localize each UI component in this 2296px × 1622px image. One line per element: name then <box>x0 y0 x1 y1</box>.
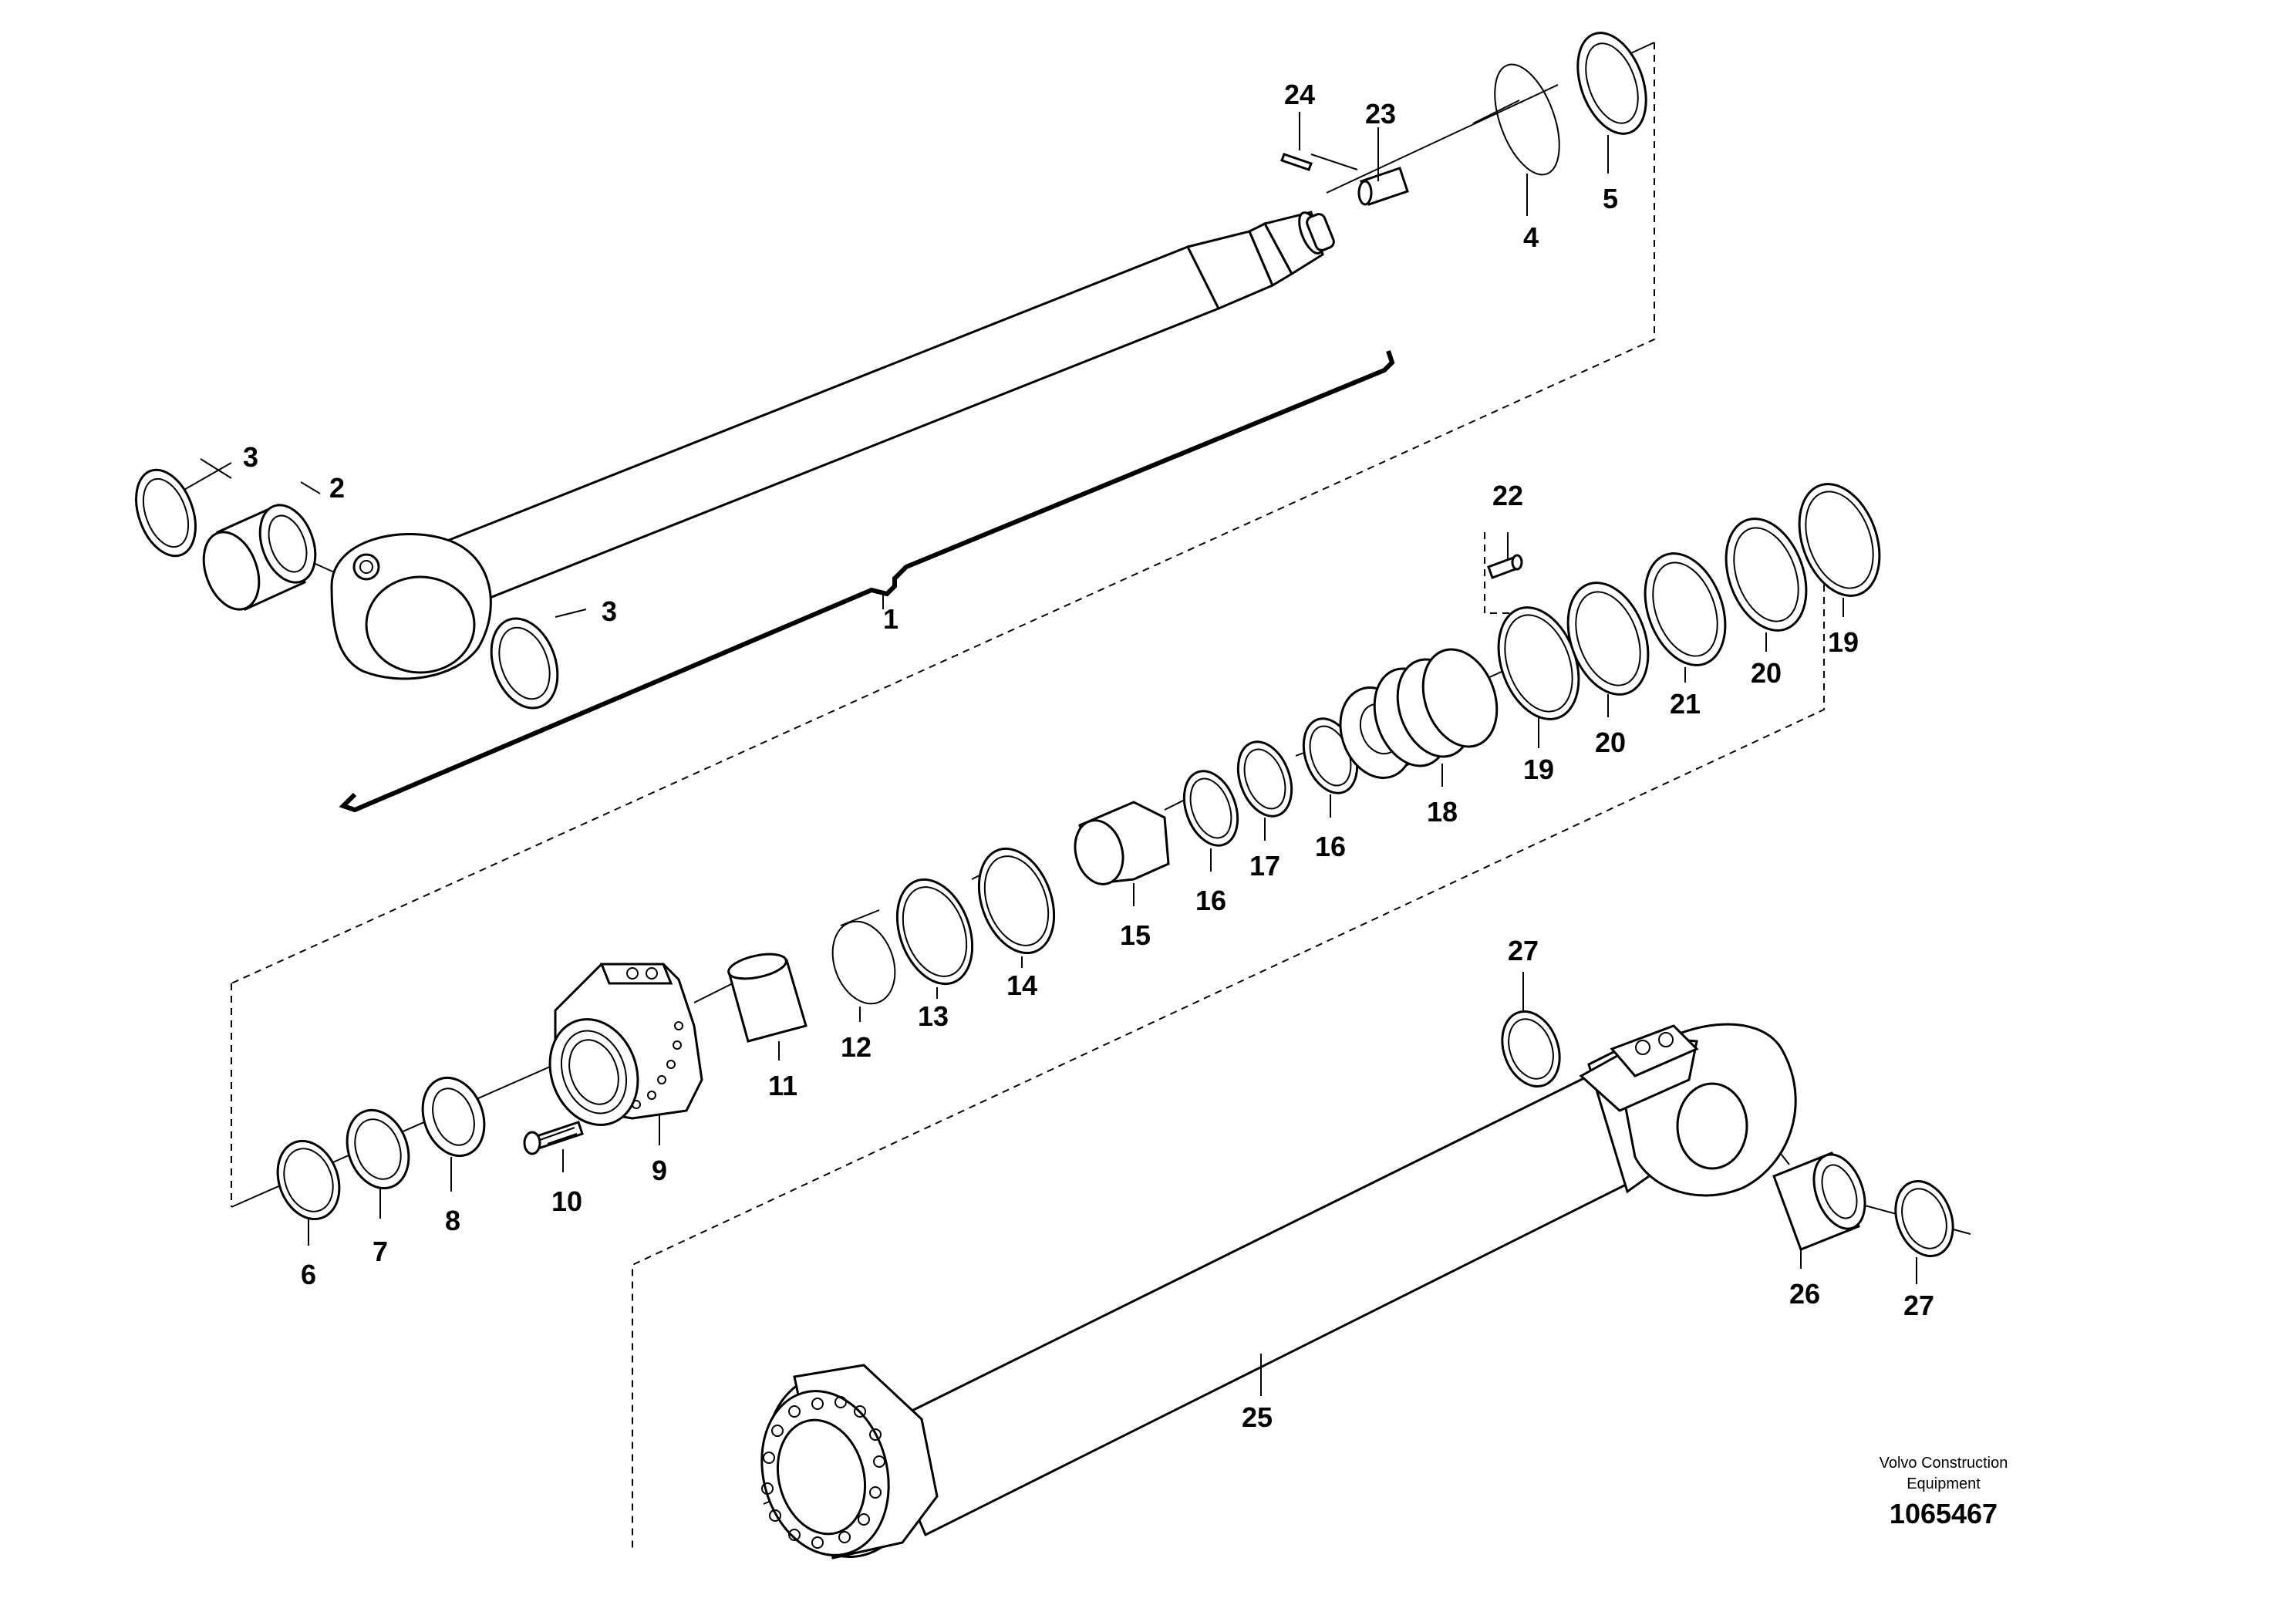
dashed-boundary-lower <box>1484 532 1515 614</box>
seal-ring-part-3-right <box>490 617 559 710</box>
ring-part-20-left <box>1566 582 1650 696</box>
bushing-part-2 <box>202 503 317 612</box>
bushing-part-26 <box>1772 1152 1866 1251</box>
label-part-24: 24 <box>1284 79 1315 110</box>
label-part-10: 10 <box>551 1185 582 1217</box>
cylinder-head-part-9 <box>548 963 703 1126</box>
label-part-2: 2 <box>329 472 345 504</box>
ring-part-14 <box>977 847 1056 955</box>
ring-part-8 <box>421 1076 486 1158</box>
label-part-27a: 27 <box>1508 935 1539 966</box>
dashed-boundary-middle <box>231 486 1825 1550</box>
small-pin-part-24 <box>1280 153 1313 171</box>
pin-part-22 <box>1487 554 1523 579</box>
label-part-3a: 3 <box>243 441 258 473</box>
part-labels: 1 2 3 3 4 5 6 7 8 9 10 11 12 13 14 15 16… <box>243 79 1934 1433</box>
label-part-13: 13 <box>918 1000 949 1032</box>
label-part-25: 25 <box>1242 1401 1273 1433</box>
snap-ring-part-12 <box>831 920 896 1005</box>
pin-part-23 <box>1357 167 1409 206</box>
ring-part-27-bottom <box>1894 1180 1954 1257</box>
label-part-16b: 16 <box>1315 831 1346 862</box>
ring-part-13 <box>895 878 974 986</box>
label-part-11: 11 <box>768 1070 797 1101</box>
piston-part-18 <box>1339 648 1499 779</box>
dashed-boundary-upper <box>231 42 1655 984</box>
label-part-14: 14 <box>1006 969 1037 1001</box>
label-part-16a: 16 <box>1195 885 1226 916</box>
label-part-4: 4 <box>1523 221 1539 253</box>
ring-part-19-right <box>1798 483 1881 597</box>
label-part-1: 1 <box>883 603 899 635</box>
label-part-8: 8 <box>445 1205 460 1236</box>
leader-lines <box>200 112 1917 1396</box>
label-part-20a: 20 <box>1595 727 1626 758</box>
label-part-21: 21 <box>1670 688 1701 720</box>
label-part-19b: 19 <box>1828 626 1859 658</box>
piston-nut-part-15 <box>1074 801 1170 885</box>
seal-ring-part-3-left <box>135 468 197 558</box>
ring-part-6 <box>276 1139 341 1221</box>
cylinder-base-end <box>760 1364 939 1560</box>
label-part-5: 5 <box>1603 183 1618 214</box>
ring-part-16-left <box>1182 770 1239 847</box>
assembly-brace <box>339 350 1395 813</box>
ring-part-20-right <box>1725 518 1808 632</box>
wiper-ring-part-5 <box>1576 32 1647 135</box>
label-part-15: 15 <box>1120 919 1151 951</box>
label-part-9: 9 <box>652 1155 667 1186</box>
rod-eye <box>330 533 492 680</box>
snap-ring-part-4 <box>1494 63 1560 176</box>
piston-rod <box>437 211 1335 607</box>
label-part-18: 18 <box>1427 796 1458 828</box>
publisher-block: Volvo Construction Equipment 1065467 <box>1880 1455 2008 1529</box>
label-part-6: 6 <box>301 1259 316 1290</box>
label-part-3b: 3 <box>602 595 617 627</box>
label-part-23: 23 <box>1365 98 1396 130</box>
cylinder-tube <box>878 1023 1797 1537</box>
ring-part-21 <box>1644 552 1727 666</box>
label-part-26: 26 <box>1789 1278 1820 1310</box>
bolt-part-10 <box>523 1121 584 1155</box>
label-part-20b: 20 <box>1751 657 1782 689</box>
label-part-27b: 27 <box>1903 1290 1934 1321</box>
publisher-name-line2: Equipment <box>1907 1475 1981 1492</box>
document-number: 1065467 <box>1890 1498 1998 1529</box>
bushing-part-11 <box>727 953 807 1043</box>
label-part-19a: 19 <box>1523 754 1554 785</box>
ring-part-17 <box>1236 740 1293 818</box>
label-part-17: 17 <box>1249 850 1280 882</box>
label-part-12: 12 <box>841 1031 872 1063</box>
ring-part-27-top <box>1501 1010 1561 1088</box>
publisher-name-line1: Volvo Construction <box>1880 1455 2008 1472</box>
ring-part-7 <box>346 1108 410 1190</box>
label-part-7: 7 <box>373 1236 388 1267</box>
label-part-22: 22 <box>1492 480 1523 511</box>
